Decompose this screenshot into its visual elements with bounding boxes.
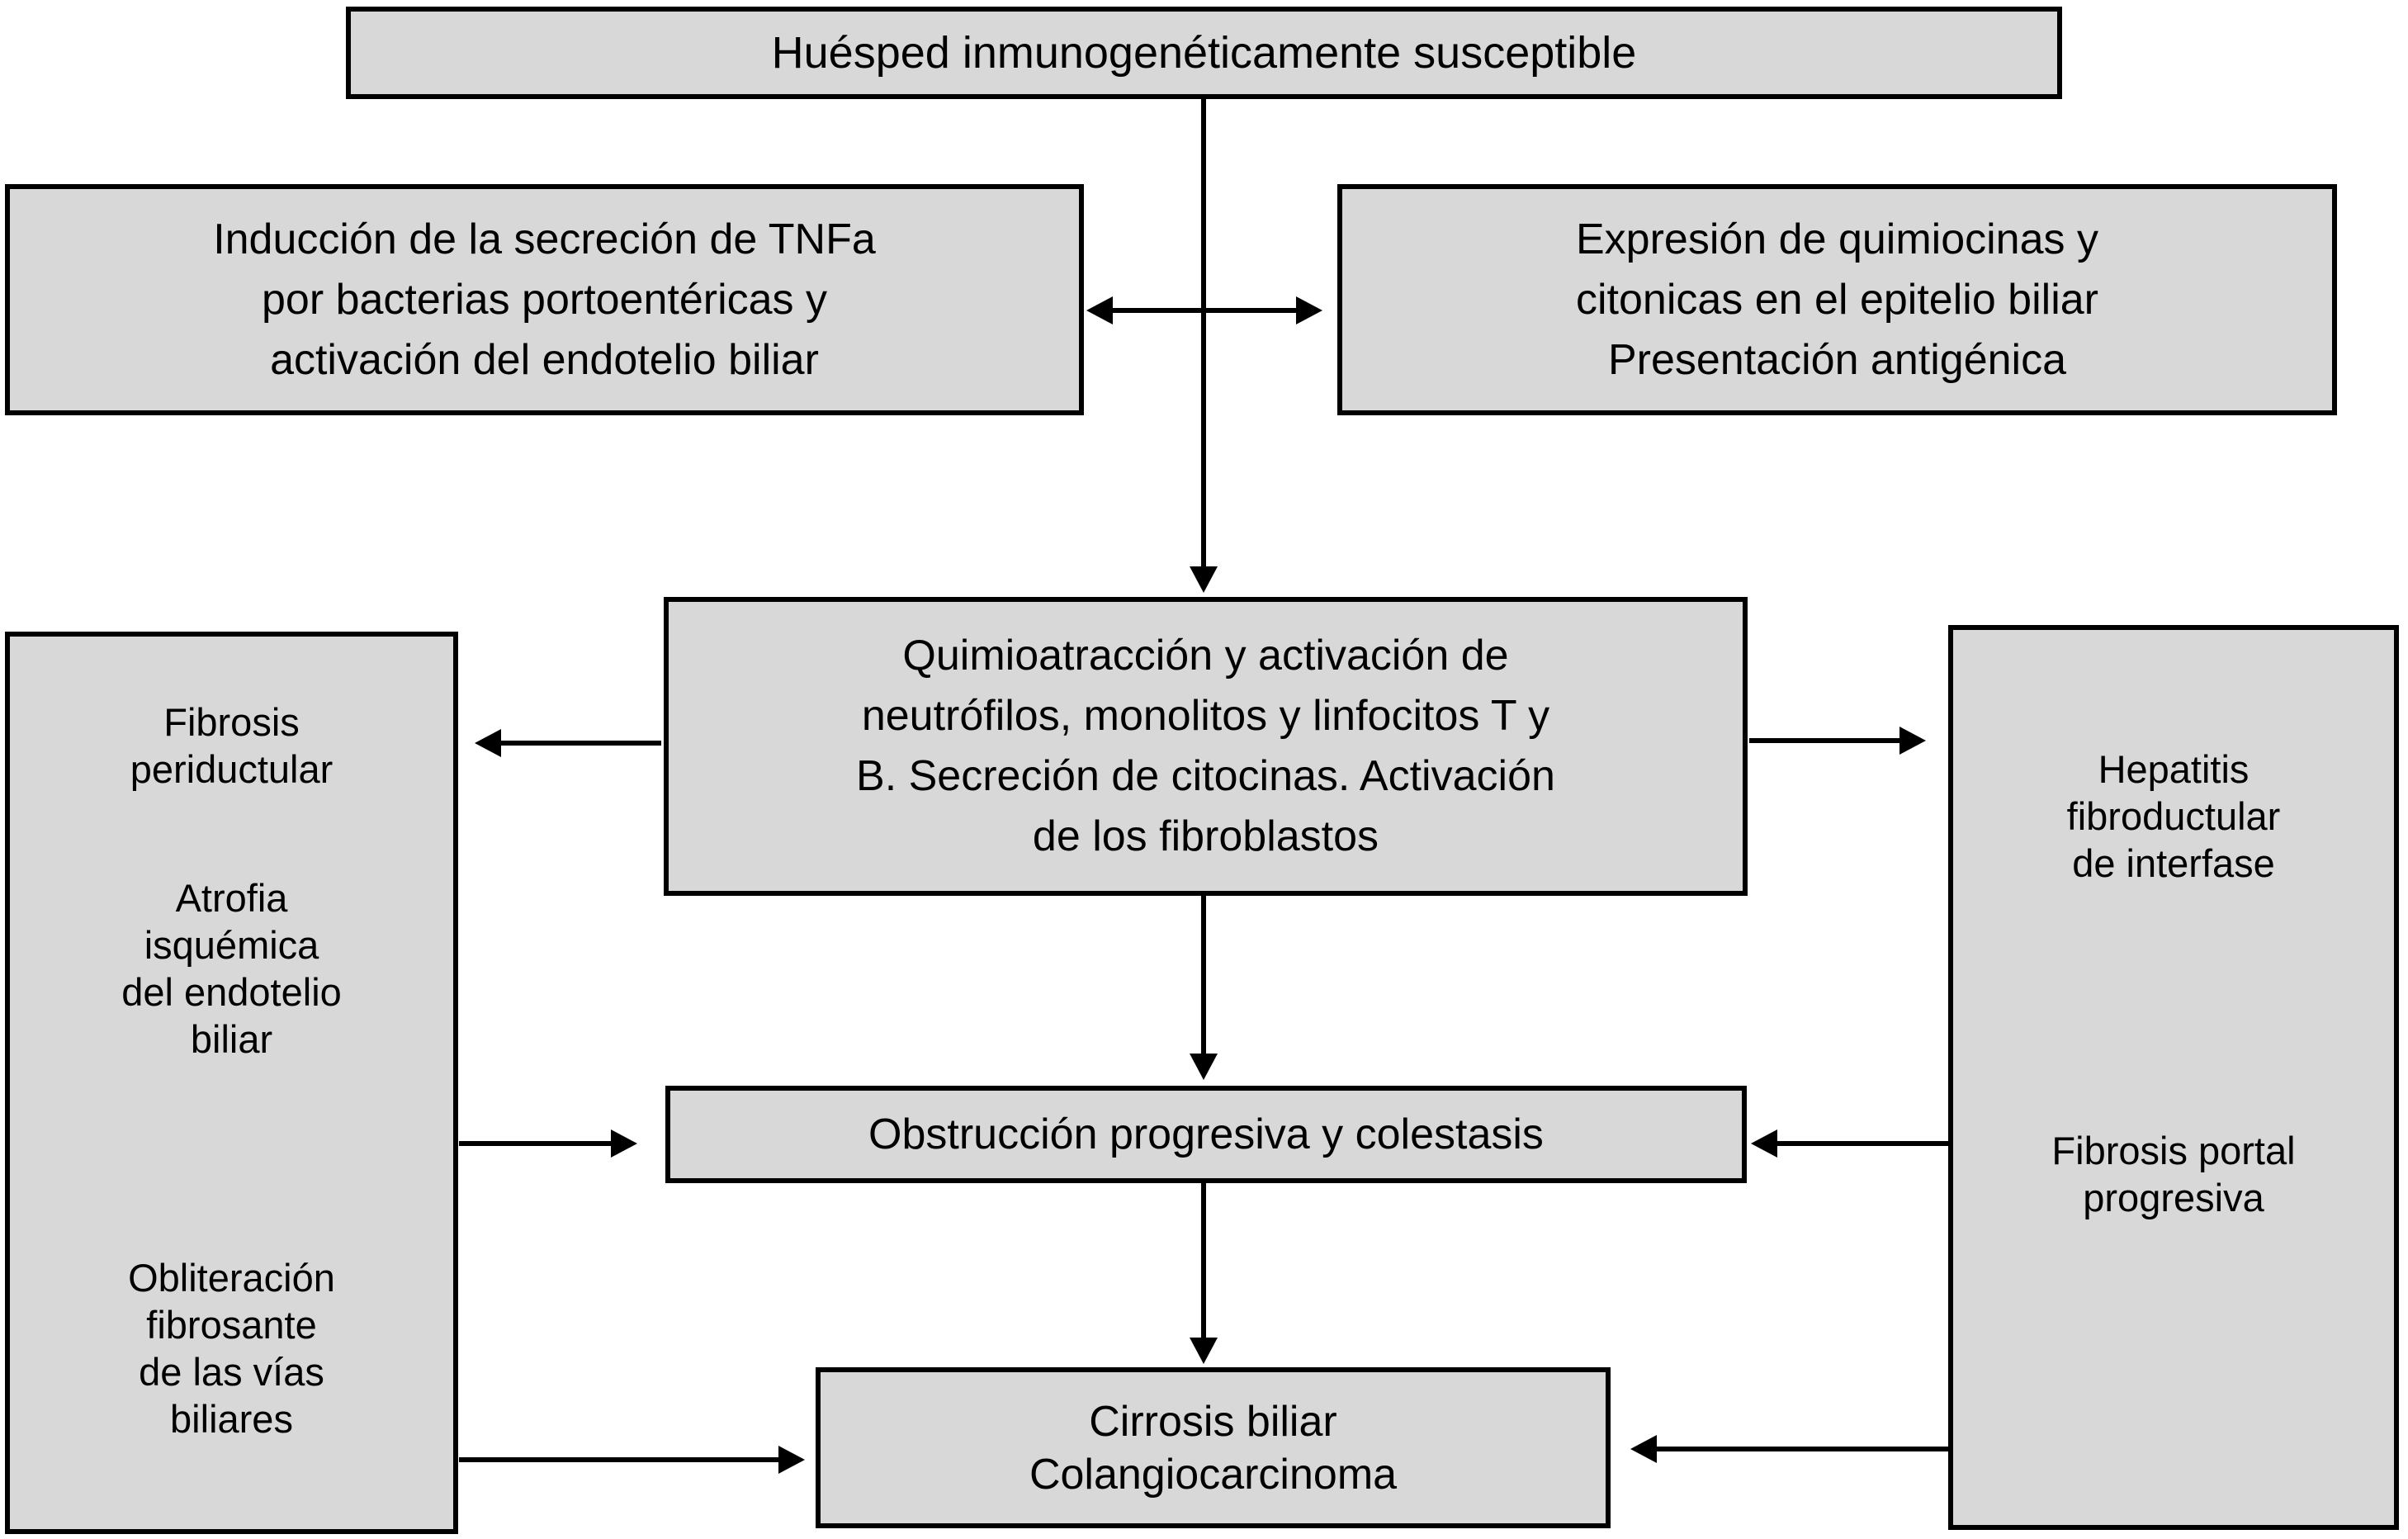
arrow-right-to-obstruccion-line — [1776, 1141, 1950, 1146]
arrow-obstruccion-to-cirrosis-line — [1201, 1182, 1206, 1339]
arrow-induccion-expresion-head-right — [1296, 296, 1322, 324]
arrow-left-to-cirrosis-line — [459, 1457, 780, 1462]
arrow-left-to-obstruccion-head — [611, 1129, 637, 1158]
arrow-quimioatraccion-to-left-line — [499, 741, 661, 746]
arrow-left-to-cirrosis-head — [778, 1446, 805, 1474]
arrow-right-to-cirrosis-head — [1630, 1435, 1657, 1463]
node-obliteracion-fibrosante-label: Obliteración fibrosante de las vías bili… — [128, 1256, 335, 1441]
node-right-column: Hepatitis fibroductular de interfase Fib… — [1948, 625, 2399, 1530]
node-atrofia-isquemica-label: Atrofia isquémica del endotelio biliar — [121, 876, 342, 1061]
node-expresion-quimiocinas-label: Expresión de quimiocinas y citonicas en … — [1575, 215, 2098, 384]
arrow-induccion-expresion-line — [1111, 308, 1298, 313]
arrow-quimioatraccion-to-obstruccion-line — [1201, 895, 1206, 1055]
node-obstruccion-label: Obstrucción progresiva y colestasis — [868, 1110, 1544, 1158]
arrow-induccion-expresion-head-left — [1086, 296, 1113, 324]
arrow-quimioatraccion-to-obstruccion-head — [1190, 1054, 1218, 1080]
node-hepatitis-fibroductular-label: Hepatitis fibroductular de interfase — [2066, 747, 2281, 885]
arrow-quimioatraccion-to-left-head — [475, 729, 501, 757]
arrow-right-to-obstruccion-head — [1751, 1129, 1777, 1158]
arrow-quimioatraccion-to-right-head — [1899, 727, 1926, 755]
node-left-column: Fibrosis periductular Atrofia isquémica … — [5, 632, 458, 1534]
node-induccion-tnfa: Inducción de la secreción de TNFa por ba… — [5, 184, 1084, 415]
node-cirrosis: Cirrosis biliar Colangiocarcinoma — [816, 1367, 1611, 1528]
node-obstruccion: Obstrucción progresiva y colestasis — [665, 1086, 1747, 1183]
node-cirrosis-label: Cirrosis biliar Colangiocarcinoma — [1029, 1397, 1398, 1499]
arrow-quimioatraccion-to-right-line — [1749, 738, 1901, 743]
node-induccion-tnfa-label: Inducción de la secreción de TNFa por ba… — [213, 215, 876, 384]
node-huesped: Huésped inmunogenéticamente susceptible — [346, 7, 2062, 99]
node-fibrosis-portal-label: Fibrosis portal progresiva — [2051, 1129, 2296, 1219]
arrow-left-to-obstruccion-line — [459, 1141, 613, 1146]
arrow-huesped-to-quimioatraccion-line — [1201, 99, 1206, 568]
node-fibrosis-periductular-label: Fibrosis periductular — [130, 700, 334, 791]
node-huesped-label: Huésped inmunogenéticamente susceptible — [771, 28, 1637, 78]
node-quimioatraccion: Quimioatracción y activación de neutrófi… — [664, 597, 1748, 896]
arrow-right-to-cirrosis-line — [1655, 1447, 1950, 1451]
arrow-huesped-to-quimioatraccion-head — [1190, 566, 1218, 593]
node-expresion-quimiocinas: Expresión de quimiocinas y citonicas en … — [1337, 184, 2337, 415]
arrow-obstruccion-to-cirrosis-head — [1190, 1338, 1218, 1364]
node-quimioatraccion-label: Quimioatracción y activación de neutrófi… — [856, 632, 1555, 860]
